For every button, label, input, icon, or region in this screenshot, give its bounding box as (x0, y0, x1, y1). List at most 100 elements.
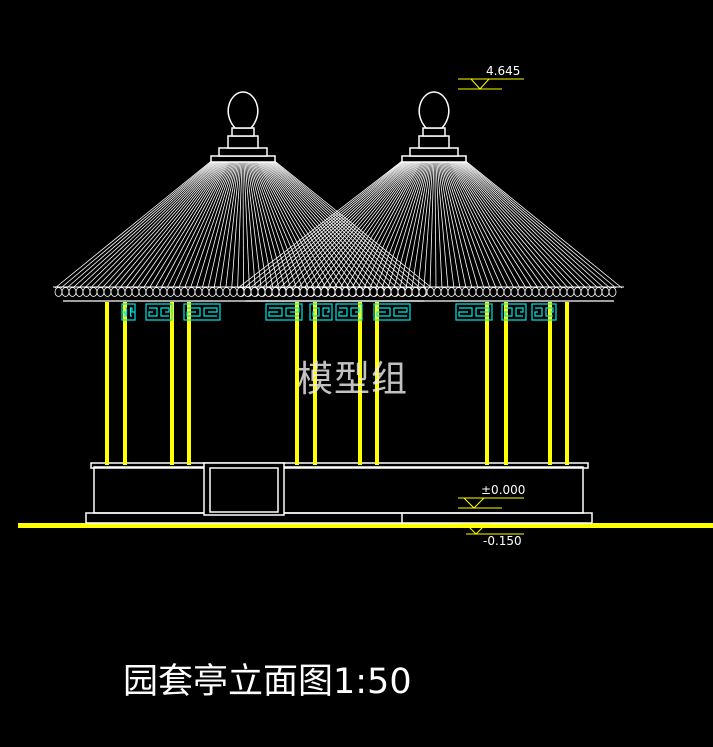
roof-rib (448, 157, 533, 289)
eave-tile (489, 287, 498, 297)
roof-rib (437, 157, 455, 289)
roof-rib (267, 157, 411, 289)
finial-collar (418, 135, 450, 149)
eave-tile (313, 287, 322, 297)
eave-tile (355, 287, 364, 297)
eave-tile (75, 287, 84, 297)
bracket-frame (183, 303, 221, 321)
eave-tile (54, 287, 63, 297)
roof-rib (257, 157, 344, 289)
column (358, 302, 362, 465)
eave-tile (173, 287, 182, 297)
eave-tile (369, 287, 378, 297)
column (375, 302, 379, 465)
eave-tile (166, 287, 175, 297)
eave-tile (278, 287, 287, 297)
column (187, 302, 191, 465)
roof-rib (259, 157, 356, 289)
bracket-fret (338, 307, 348, 317)
roof-rib (254, 157, 327, 289)
roof-rib (261, 157, 410, 289)
bracket-frame (121, 303, 136, 321)
roof-rib (154, 157, 231, 289)
roof-rib (460, 157, 617, 289)
roof-rib (248, 157, 286, 289)
bracket-fret (504, 307, 513, 317)
roof-rib (265, 157, 397, 289)
roof-rib (411, 157, 432, 289)
eave-tile (68, 287, 77, 297)
ground-line (18, 523, 713, 528)
roof-rib (78, 157, 219, 289)
roof-rib (263, 157, 386, 289)
roof-finial (210, 91, 276, 163)
eave-tile (454, 287, 463, 297)
eave-tile (475, 287, 484, 297)
elevation-label-ground: -0.150 (483, 534, 522, 548)
roof-rib (190, 157, 236, 289)
roof-rib (449, 157, 539, 289)
lattice-bracket (309, 303, 333, 321)
roof-rib (444, 157, 503, 289)
eave-tile (531, 287, 540, 297)
roof-rib (279, 157, 413, 289)
roof-rib (405, 157, 431, 289)
bracket-fret (148, 307, 158, 317)
roof-rib (260, 157, 362, 289)
column (485, 302, 489, 465)
roof-rib (345, 157, 423, 289)
roof-rib (95, 157, 222, 289)
eave-tile (145, 287, 154, 297)
roof-rib (291, 157, 415, 289)
eave-tile (510, 287, 519, 297)
bracket-fret (160, 307, 170, 317)
roof-ribs (237, 157, 623, 289)
eave-tile (222, 287, 231, 297)
roof-rib (269, 157, 427, 289)
eave-tile (426, 287, 435, 297)
eave-tile (404, 287, 413, 297)
eave-tile (440, 287, 449, 297)
roof-rib (443, 157, 497, 289)
roof-ribs (54, 157, 433, 289)
eave-tile (390, 287, 399, 297)
bracket-fret (515, 307, 524, 317)
roof-rib (339, 157, 422, 289)
column (504, 302, 508, 465)
column (123, 302, 127, 465)
bracket-frame (145, 303, 173, 321)
eave-tile (306, 287, 315, 297)
roof-rib (266, 157, 403, 289)
bracket-fret (458, 307, 473, 317)
roof-rib (255, 157, 409, 289)
bracket-fret (186, 307, 201, 317)
roof-rib (249, 157, 409, 289)
roof-rib (242, 157, 244, 289)
roof-eave (54, 287, 427, 297)
eave-tile (383, 287, 392, 297)
lattice-brackets (121, 303, 557, 321)
roof-back (236, 91, 624, 302)
roof-rib (261, 157, 374, 289)
roof-rib (270, 157, 433, 289)
bracket-frame (531, 303, 557, 321)
roof-rib (450, 157, 545, 289)
lattice-bracket (531, 303, 557, 321)
lattice-bracket (335, 303, 363, 321)
roof-rib (453, 157, 569, 289)
roof-rib (244, 157, 256, 289)
elevation-mark-ground (458, 523, 524, 535)
roof-rib (442, 157, 491, 289)
roof-rib (231, 157, 242, 289)
roof-rib (452, 157, 563, 289)
roof-rib (253, 157, 315, 289)
eave-tile (524, 287, 533, 297)
bracket-fret (393, 307, 408, 317)
roof-rib (333, 157, 421, 289)
roof-rib (262, 157, 380, 289)
eave-tile (468, 287, 477, 297)
eave-tile (271, 287, 280, 297)
roof-rib (131, 157, 227, 289)
